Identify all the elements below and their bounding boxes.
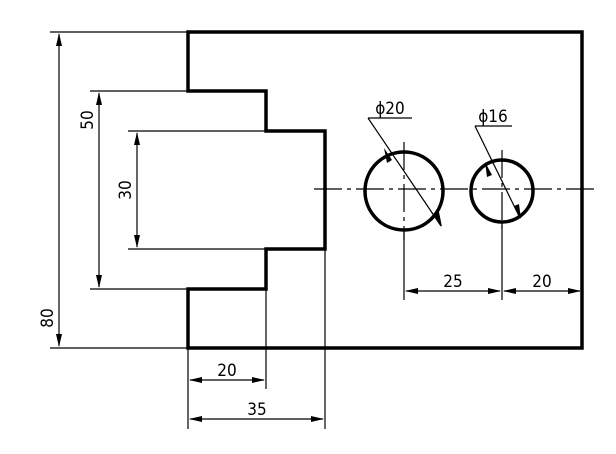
dimension-text: ϕ16 — [478, 107, 508, 127]
arrowhead — [503, 288, 516, 294]
leader-line — [367, 117, 442, 227]
arrowhead — [96, 92, 102, 105]
dimension-step-depth: 20 — [189, 289, 267, 389]
dimension-text: 50 — [78, 110, 98, 129]
dimension-edge-distance: 20 — [503, 272, 581, 294]
arrowhead — [134, 132, 140, 145]
arrowhead — [56, 334, 62, 347]
arrowhead — [189, 377, 202, 383]
dimension-text: 80 — [38, 308, 58, 327]
arrowhead — [485, 162, 492, 177]
dimension-inner-slot-height: 30 — [116, 130, 325, 250]
leader-line — [474, 125, 521, 219]
dimension-overall-height: 80 — [38, 31, 188, 349]
dimension-small-hole-diameter: ϕ16 — [474, 107, 521, 219]
arrowhead — [252, 377, 265, 383]
arrowhead — [56, 33, 62, 46]
arrowhead — [568, 288, 581, 294]
dimension-slot-height: 50 — [78, 90, 188, 290]
dimension-text: 35 — [247, 400, 266, 420]
arrowhead — [488, 288, 501, 294]
arrowhead — [189, 416, 202, 422]
dimension-text: 30 — [116, 180, 136, 199]
arrowhead — [134, 235, 140, 248]
arrowhead — [405, 288, 418, 294]
dimension-slot-depth: 35 — [187, 249, 326, 429]
arrowhead — [434, 212, 442, 227]
arrowhead — [384, 148, 392, 163]
dimension-text: 20 — [532, 272, 551, 292]
part-outline — [186, 30, 584, 350]
arrowhead — [96, 275, 102, 288]
dimension-large-hole-diameter: ϕ20 — [367, 99, 442, 227]
dimension-text: 20 — [217, 361, 236, 381]
dimension-text: ϕ20 — [375, 99, 405, 119]
dimension-hole-spacing: 25 — [403, 222, 503, 300]
arrowhead — [311, 416, 324, 422]
dimension-text: 25 — [443, 272, 462, 292]
arrowhead — [514, 204, 521, 219]
